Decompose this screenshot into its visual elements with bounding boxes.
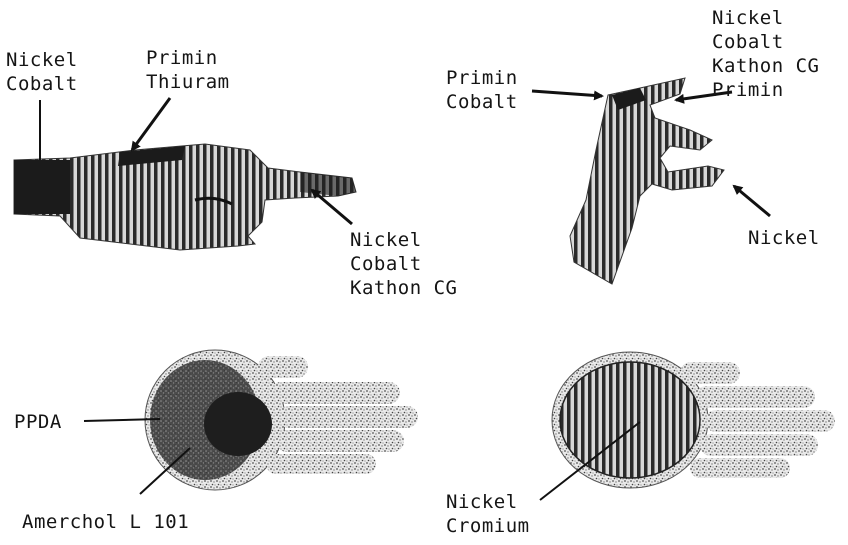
label-line: Nickel — [350, 228, 457, 252]
label-line: Nickel — [712, 6, 819, 30]
label-line: Primin — [146, 46, 230, 70]
label-line: Nickel — [6, 48, 78, 72]
label-index-allergens: Primin Cobalt — [446, 66, 518, 114]
label-wrist-allergens: Nickel Cobalt — [6, 48, 78, 96]
label-line: Nickel — [446, 490, 530, 514]
index-pointer — [532, 91, 602, 96]
label-line: PPDA — [14, 410, 62, 434]
label-thumb-allergens: Nickel — [748, 226, 820, 250]
palm-left-illustration — [145, 350, 418, 490]
label-fingertip-allergens: Nickel Cobalt Kathon CG — [350, 228, 457, 300]
label-line: Cobalt — [6, 72, 78, 96]
label-line: Primin — [446, 66, 518, 90]
wrist-dark-patch — [14, 160, 70, 214]
label-line: Cromium — [446, 514, 530, 538]
pinching-hand-illustration — [570, 78, 724, 284]
label-line: Primin — [712, 78, 819, 102]
label-amerchol: Amerchol L 101 — [22, 510, 189, 534]
label-line: Kathon CG — [350, 276, 457, 300]
fingertip-patch — [300, 172, 356, 196]
label-line: Nickel — [748, 226, 820, 250]
amerchol-reaction-area — [204, 392, 272, 456]
nickel-chromium-area — [560, 362, 700, 478]
pointing-hand-illustration — [14, 144, 356, 250]
label-line: Cobalt — [350, 252, 457, 276]
label-line: Cobalt — [712, 30, 819, 54]
label-line: Cobalt — [446, 90, 518, 114]
label-ppda: PPDA — [14, 410, 62, 434]
thumb-pointer — [734, 186, 770, 216]
label-line: Thiuram — [146, 70, 230, 94]
label-back-allergens: Primin Thiuram — [146, 46, 230, 94]
label-line: Kathon CG — [712, 54, 819, 78]
label-middle-allergens: Nickel Cobalt Kathon CG Primin — [712, 6, 819, 102]
palm-right-illustration — [552, 352, 835, 488]
label-line: Amerchol L 101 — [22, 510, 189, 534]
back-pointer — [132, 98, 170, 150]
label-nickel-chromium: Nickel Cromium — [446, 490, 530, 538]
